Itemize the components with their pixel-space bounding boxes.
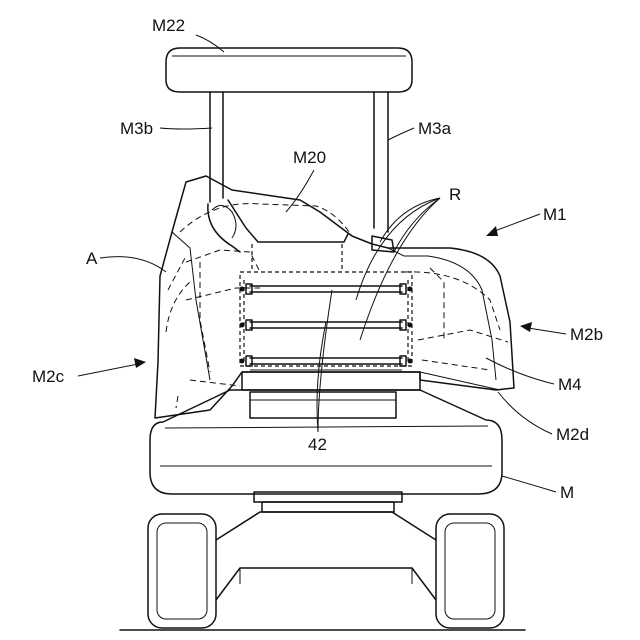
- label-m1: M1: [543, 205, 567, 224]
- label-m2b: M2b: [570, 325, 603, 344]
- track-frame: [216, 512, 436, 600]
- lower-front-panel: [242, 372, 420, 418]
- canopy-pillar-right: [374, 92, 388, 232]
- label-m22: M22: [152, 16, 185, 35]
- right-crawler-track: [436, 514, 504, 628]
- canopy-pillar-left: [210, 92, 223, 202]
- label-m3b: M3b: [120, 119, 153, 138]
- label-m2c: M2c: [32, 367, 65, 386]
- swing-bearing: [254, 492, 402, 512]
- label-m3a: M3a: [418, 119, 452, 138]
- radiator-bar-top: [240, 284, 413, 294]
- label-42: 42: [308, 435, 327, 454]
- radiator-bar-bottom: [240, 356, 413, 366]
- label-m: M: [560, 483, 574, 502]
- label-m2d: M2d: [556, 425, 589, 444]
- radiator-bars: [240, 284, 413, 370]
- label-m4: M4: [558, 375, 582, 394]
- label-a: A: [86, 249, 98, 268]
- label-m20: M20: [293, 148, 326, 167]
- canopy-roof: [166, 48, 412, 92]
- left-crawler-track: [148, 514, 216, 628]
- label-r: R: [449, 185, 461, 204]
